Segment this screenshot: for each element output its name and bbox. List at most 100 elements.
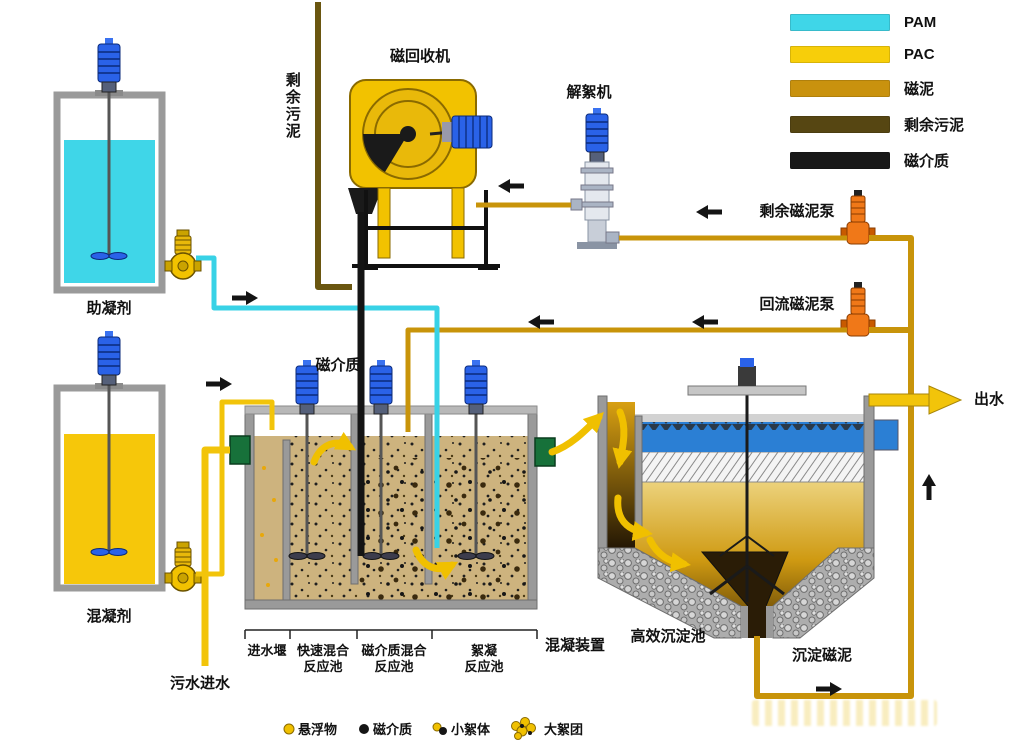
- inlet-weir-particles: [260, 466, 278, 587]
- label-section-flocculation: 絮凝 反应池: [464, 643, 504, 675]
- direction-arrow-right: [206, 377, 232, 391]
- direction-arrow-up: [922, 474, 936, 500]
- label-magnetic-media: 磁介质: [373, 722, 413, 737]
- legend-item: 磁介质: [790, 150, 964, 171]
- flange: [580, 167, 614, 174]
- watermark: [752, 700, 937, 726]
- direction-arrow-right: [232, 291, 258, 305]
- label-coagulation-device: 混凝装置: [544, 637, 606, 654]
- label-magnetic-recovery: 磁回收机: [389, 48, 451, 65]
- flow-arrow: [412, 546, 459, 580]
- suspended-solids-icon: [283, 723, 295, 735]
- flange: [580, 201, 614, 208]
- outlet-port: [570, 198, 583, 211]
- return-sludge-pipe: [405, 327, 847, 432]
- legend-swatch: [790, 14, 890, 31]
- flow-arrow: [612, 408, 633, 469]
- direction-arrow-left: [528, 315, 554, 329]
- mixer-motor-icon: [97, 37, 121, 93]
- frame-foot: [478, 264, 498, 270]
- excess-sludge-pipe: [315, 2, 352, 290]
- frame-foot: [358, 264, 378, 270]
- scraper-arms: [719, 535, 775, 557]
- section-bracket: [244, 629, 538, 639]
- effluent-arrow: [868, 385, 963, 415]
- label-section-rapid-mix: 快速混合 反应池: [296, 643, 350, 675]
- direction-arrow-left: [692, 315, 718, 329]
- tank-wall: [244, 599, 538, 610]
- coagulant-dosing-pump: [164, 541, 202, 592]
- inlet-port: [605, 231, 620, 244]
- weir-serration: [607, 422, 864, 430]
- color-legend: PAM PAC 磁泥 剩余污泥 磁介质: [790, 14, 964, 171]
- particle-icons: [283, 717, 536, 740]
- direction-arrow-left: [696, 205, 722, 219]
- coagulant-aid-dosing-pump: [164, 229, 202, 280]
- legend-item: PAC: [790, 46, 964, 63]
- pam-pipe: [196, 255, 440, 548]
- scraper-motor: [738, 366, 756, 386]
- drive-motor: [451, 115, 493, 149]
- effluent-launder: [873, 419, 899, 451]
- scraper-motor-cap: [740, 358, 754, 367]
- legend-swatch: [790, 152, 890, 169]
- magnetic-media-icon: [359, 724, 369, 734]
- legend-label: PAM: [904, 14, 937, 31]
- magnet-sector: [363, 134, 408, 172]
- machine-frame: [352, 190, 500, 268]
- baffle: [282, 439, 291, 601]
- inlet-flange: [229, 435, 251, 465]
- sewage-inlet-pipe: [201, 446, 230, 666]
- label-sewage-inlet: 污水进水: [170, 675, 231, 692]
- motor-fins: [458, 116, 488, 148]
- coagulant-aid-tank: [53, 37, 166, 294]
- label-return-mag-pump: 回流磁泥泵: [759, 296, 835, 313]
- direction-arrow-left: [498, 179, 524, 193]
- label-magnetic-media-pipe: 磁介质: [315, 357, 361, 374]
- label-deflocculator: 解絮机: [566, 84, 612, 101]
- floc-particles: [358, 458, 528, 600]
- base-plate: [577, 242, 617, 249]
- chute-wall: [741, 606, 748, 638]
- settler-hatch: [606, 451, 865, 483]
- mixer-motor-icon: [97, 330, 121, 386]
- legend-label: PAC: [904, 46, 935, 63]
- gearbox: [442, 122, 454, 142]
- label-excess-mag-pump: 剩余磁泥泵: [759, 203, 835, 220]
- access-bridge: [687, 385, 807, 396]
- legend-swatch: [790, 116, 890, 133]
- label-coagulant-aid-tank: 助凝剂: [86, 300, 132, 317]
- legend-label: 剩余污泥: [904, 117, 965, 134]
- large-floc-icon: [511, 717, 536, 740]
- drum-hub: [400, 126, 416, 142]
- legend-item: PAM: [790, 14, 964, 31]
- deflocculator-base-body: [587, 219, 607, 243]
- mixer-platform: [244, 405, 538, 415]
- flow-arrow: [646, 536, 691, 573]
- coagulant-tank: [53, 330, 166, 592]
- machine-leg: [377, 187, 391, 259]
- machine-leg: [451, 187, 465, 259]
- reaction-tank: [229, 359, 556, 639]
- freeboard: [607, 414, 864, 422]
- flow-arrow: [614, 494, 653, 541]
- baffle: [350, 413, 359, 585]
- legend-label: 磁介质: [904, 153, 950, 170]
- flow-arrow: [310, 431, 357, 466]
- channel-wall: [634, 415, 643, 533]
- label-excess-sludge-pipe: 剩余污泥: [283, 72, 301, 140]
- tank-wall: [863, 395, 875, 551]
- legend-label: 磁泥: [904, 81, 935, 98]
- deflocculator-motor-icon: [585, 107, 609, 163]
- magnetic-recovery-machine: [348, 79, 500, 270]
- flow-arrow: [548, 412, 604, 456]
- label-effluent: 出水: [974, 391, 1005, 408]
- sludge-chute: [748, 604, 766, 638]
- label-small-floc: 小絮体: [451, 722, 491, 737]
- legend-swatch: [790, 80, 890, 97]
- label-suspended-solids: 悬浮物: [298, 722, 338, 737]
- pipework: [196, 2, 914, 699]
- legend-swatch: [790, 46, 890, 63]
